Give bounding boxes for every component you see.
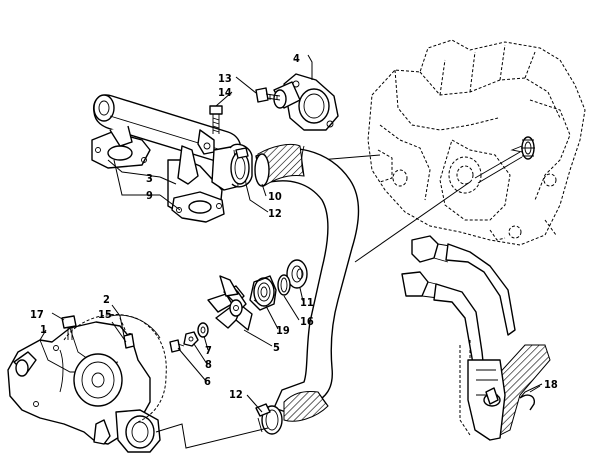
- bolt-17: [61, 315, 77, 340]
- bolt-13: [255, 87, 281, 103]
- hose-clamp-lower: [255, 403, 283, 435]
- reference-line-pump-hose: [155, 423, 269, 449]
- callout-8: 8: [205, 358, 212, 371]
- pin-15: [123, 333, 135, 349]
- callout-2: 2: [103, 293, 110, 306]
- reference-line-hose-engine: [354, 181, 471, 263]
- outlet-cover: [273, 73, 339, 131]
- bolt-14: [209, 105, 223, 134]
- callout-15: 15: [98, 308, 112, 321]
- callout-11: 11: [300, 296, 314, 309]
- washer-7: [197, 322, 209, 338]
- callout-18: 18: [544, 378, 558, 391]
- callout-6: 6: [204, 375, 211, 388]
- seal-11: [286, 259, 308, 289]
- water-pump-housing: [7, 321, 161, 453]
- hose-clamp-upper: [230, 147, 250, 185]
- callout-7: 7: [205, 344, 212, 357]
- leader-lines: [39, 54, 543, 413]
- coolant-outlet-manifold: [91, 94, 253, 223]
- callout-1: 1: [40, 323, 47, 336]
- callout-12-lower: 12: [229, 388, 243, 401]
- o-ring-16: [277, 274, 291, 296]
- nut-8: [183, 331, 199, 347]
- coolant-hose: [254, 143, 360, 422]
- callout-5: 5: [273, 341, 280, 354]
- callout-3: 3: [146, 172, 153, 185]
- inset-hose-routing: [401, 235, 551, 441]
- callout-17: 17: [30, 308, 44, 321]
- engine-crankcase: [367, 39, 586, 246]
- callout-19: 19: [276, 324, 290, 337]
- callout-13: 13: [218, 72, 232, 85]
- callout-9: 9: [146, 189, 153, 202]
- callout-labels: 1 2 3 4 5 6 7 8 9 10 11 12 12 13 14 15 1…: [30, 52, 558, 401]
- gasket-2-edge: [109, 314, 161, 339]
- screw-6: [169, 339, 185, 353]
- callout-16: 16: [300, 315, 314, 328]
- mechanical-seal-19: [249, 275, 277, 311]
- callout-12-upper: 12: [268, 207, 282, 220]
- impeller-5: [207, 275, 253, 331]
- callout-4: 4: [293, 52, 300, 65]
- callout-14: 14: [218, 86, 232, 99]
- callout-10: 10: [268, 190, 282, 203]
